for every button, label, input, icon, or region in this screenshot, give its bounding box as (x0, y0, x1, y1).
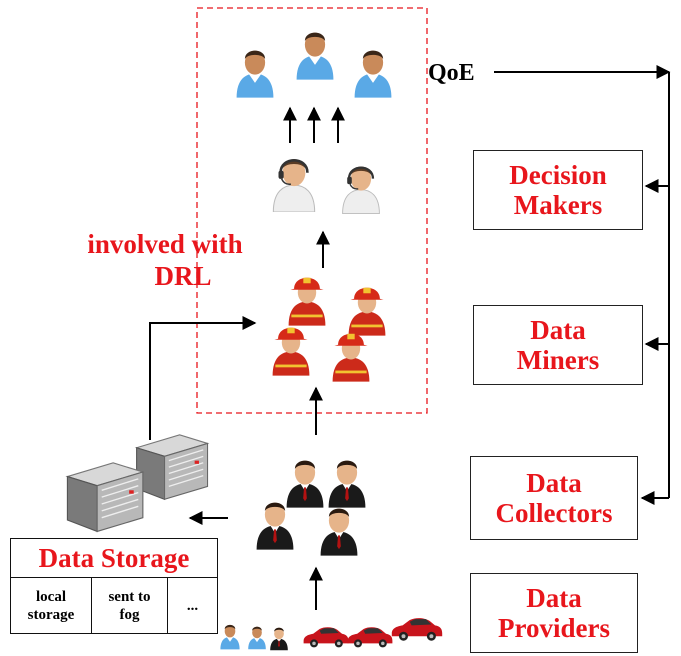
decision-makers-line1: Decision (509, 159, 607, 190)
firefighter-icon (332, 333, 370, 382)
qoe-label: QoE (428, 60, 475, 86)
upward-arrows-to-users (283, 106, 345, 143)
end-user-icon (236, 50, 274, 98)
arrow-storage-to-miners (149, 316, 257, 440)
data-providers-line2: Providers (498, 613, 610, 643)
end-user-icon (296, 32, 334, 80)
car-icon (303, 627, 349, 648)
firefighter-icon (272, 327, 310, 376)
businessmen-group (256, 460, 366, 556)
businessman-icon (320, 508, 358, 556)
end-users-group (236, 32, 392, 98)
data-miners-label: Data Miners (517, 315, 599, 375)
call-center-operator-icon (341, 165, 381, 214)
data-providers-line1: Data (526, 582, 582, 613)
server-icon (135, 434, 209, 500)
providers-group (220, 618, 443, 651)
person-icon (270, 627, 288, 651)
call-center-operator-icon (272, 158, 316, 212)
server-icon (66, 462, 144, 533)
person-icon (220, 624, 240, 650)
decision-makers-box: Decision Makers (473, 150, 643, 230)
data-storage-table: Data Storage local storage sent to fog ... (10, 538, 218, 634)
data-storage-title: Data Storage (11, 539, 217, 578)
firefighter-icon (348, 287, 386, 336)
drl-label-line2: DRL (154, 261, 212, 292)
decision-makers-label: Decision Makers (509, 160, 607, 220)
storage-cell-local: local storage (11, 578, 91, 634)
storage-cell-fog-line2: fog (119, 607, 140, 623)
storage-cell-fog-line1: sent to (108, 589, 151, 605)
qoe-feedback-lines (494, 65, 671, 505)
drl-label: involved with DRL (60, 228, 270, 293)
drl-label-line1: involved with (87, 229, 243, 259)
businessman-icon (256, 502, 294, 550)
businessman-icon (328, 460, 366, 508)
data-storage-cells: local storage sent to fog ... (11, 578, 217, 634)
storage-cell-local-line2: storage (27, 607, 75, 623)
businessman-icon (286, 460, 324, 508)
car-icon (347, 627, 393, 648)
storage-cell-more: ... (167, 578, 217, 634)
end-user-icon (354, 50, 392, 98)
operators-group (272, 158, 381, 214)
data-collectors-label: Data Collectors (496, 468, 613, 528)
servers-group (66, 434, 209, 533)
firefighter-icon (288, 277, 326, 326)
decision-makers-line2: Makers (513, 190, 603, 220)
data-collectors-box: Data Collectors (470, 456, 638, 540)
drl-boundary (196, 7, 428, 414)
car-icon (391, 618, 443, 641)
storage-cell-more-label: ... (186, 598, 199, 614)
data-miners-line1: Data (530, 314, 586, 345)
data-providers-box: Data Providers (470, 573, 638, 653)
data-collectors-line2: Collectors (495, 498, 613, 528)
person-icon (248, 626, 266, 650)
firefighters-group (272, 277, 386, 382)
storage-cell-fog: sent to fog (91, 578, 167, 634)
storage-cell-local-line1: local (36, 589, 66, 605)
data-collectors-line1: Data (526, 467, 582, 498)
data-miners-line2: Miners (516, 345, 600, 375)
data-providers-label: Data Providers (498, 583, 610, 643)
data-miners-box: Data Miners (473, 305, 643, 385)
